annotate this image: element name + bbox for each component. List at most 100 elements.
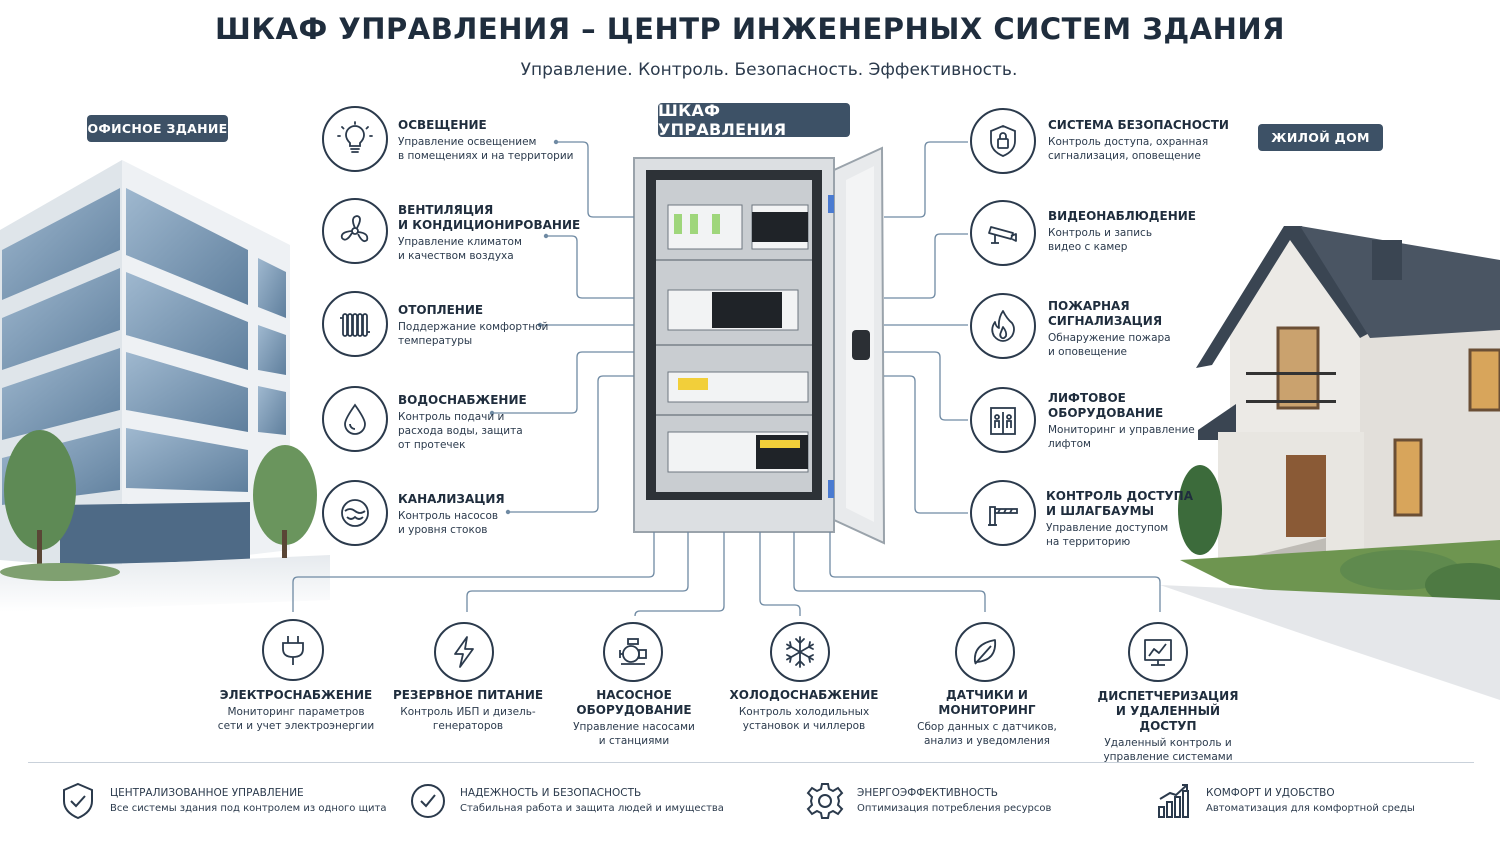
feature-security — [970, 108, 1036, 174]
fan-icon — [322, 198, 388, 264]
feature-title: СИСТЕМА БЕЗОПАСНОСТИ — [1048, 118, 1229, 132]
feature-access-control-text: КОНТРОЛЬ ДОСТУПА И ШЛАГБАУМЫ Управление … — [1046, 489, 1246, 549]
bar-growth-icon — [1158, 784, 1189, 818]
feature-backup-power-icon-wrap — [434, 622, 494, 682]
feature-water-supply-text: ВОДОСНАБЖЕНИЕ Контроль подачи и расхода … — [398, 393, 598, 452]
feature-dispatching: ДИСПЕТЧЕРИЗАЦИЯ И УДАЛЕННЫЙ ДОСТУП Удале… — [1088, 689, 1248, 764]
feature-access-control — [970, 480, 1036, 546]
benefit-title: КОМФОРТ И УДОБСТВО — [1206, 787, 1335, 799]
feature-fire-alarm — [970, 293, 1036, 359]
feature-dispatching-icon-wrap — [1128, 622, 1188, 682]
feature-title: ПОЖАРНАЯ СИГНАЛИЗАЦИЯ — [1048, 299, 1163, 328]
shield-lock-icon — [970, 108, 1036, 174]
radiator-icon — [322, 291, 388, 357]
benefit-title: ЭНЕРГОЭФФЕКТИВНОСТЬ — [857, 787, 998, 799]
plug-icon — [262, 619, 324, 681]
sewage-icon — [322, 480, 388, 546]
check-circle-icon — [411, 784, 445, 818]
feature-heating-text: ОТОПЛЕНИЕ Поддержание комфортной темпера… — [398, 303, 598, 348]
feature-desc: Мониторинг параметров сети и учет электр… — [217, 706, 375, 732]
lightning-icon — [434, 622, 494, 682]
feature-sewage-text: КАНАЛИЗАЦИЯ Контроль насосов и уровня ст… — [398, 492, 598, 537]
feature-title: ОТОПЛЕНИЕ — [398, 303, 484, 317]
benefit-desc: Оптимизация потребления ресурсов — [857, 803, 1052, 814]
feature-title: РЕЗЕРВНОЕ ПИТАНИЕ — [392, 688, 544, 702]
flame-icon — [970, 293, 1036, 359]
pump-icon — [603, 622, 663, 682]
feature-desc: Контроль и запись видео с камер — [1048, 227, 1153, 253]
office-building — [0, 160, 330, 612]
office-building-label: ОФИСНОЕ ЗДАНИЕ — [87, 115, 228, 142]
feature-heating — [322, 291, 388, 357]
feature-title: ДАТЧИКИ И МОНИТОРИНГ — [938, 688, 1036, 717]
feature-title: ОСВЕЩЕНИЕ — [398, 118, 487, 132]
barrier-icon — [970, 480, 1036, 546]
feature-desc: Мониторинг и управление лифтом — [1048, 424, 1195, 450]
monitor-chart-icon — [1128, 622, 1188, 682]
benefit-energy: ЭНЕРГОЭФФЕКТИВНОСТЬ Оптимизация потребле… — [805, 781, 1051, 821]
feature-backup-power: РЕЗЕРВНОЕ ПИТАНИЕ Контроль ИБП и дизель-… — [384, 688, 552, 733]
benefit-desc: Автоматизация для комфортной среды — [1206, 803, 1415, 814]
feature-desc: Контроль подачи и расхода воды, защита о… — [398, 411, 523, 451]
feature-desc: Контроль насосов и уровня стоков — [398, 510, 499, 536]
feature-desc: Управление освещением в помещениях и на … — [398, 136, 574, 162]
feature-ventilation — [322, 198, 388, 264]
feature-security-text: СИСТЕМА БЕЗОПАСНОСТИ Контроль доступа, о… — [1048, 118, 1248, 163]
feature-desc: Обнаружение пожара и оповещение — [1048, 332, 1171, 358]
feature-fire-alarm-text: ПОЖАРНАЯ СИГНАЛИЗАЦИЯ Обнаружение пожара… — [1048, 299, 1248, 359]
feature-title: ВИДЕОНАБЛЮДЕНИЕ — [1048, 209, 1196, 223]
feature-ventilation-text: ВЕНТИЛЯЦИЯ И КОНДИЦИОНИРОВАНИЕ Управлени… — [398, 203, 598, 263]
benefit-desc: Стабильная работа и защита людей и имуще… — [460, 803, 724, 814]
feature-desc: Управление доступом на территорию — [1046, 522, 1169, 548]
cabinet-label: ШКАФ УПРАВЛЕНИЯ — [658, 101, 850, 139]
benefit-comfort: КОМФОРТ И УДОБСТВО Автоматизация для ком… — [1154, 781, 1415, 821]
benefit-centralized: ЦЕНТРАЛИЗОВАННОЕ УПРАВЛЕНИЕ Все системы … — [58, 781, 386, 821]
feature-elevator-text: ЛИФТОВОЕ ОБОРУДОВАНИЕ Мониторинг и управ… — [1048, 391, 1248, 451]
leaf-sensor-icon — [955, 622, 1015, 682]
feature-title: ВОДОСНАБЖЕНИЕ — [398, 393, 527, 407]
residential-house — [1160, 226, 1500, 700]
feature-title: НАСОСНОЕ ОБОРУДОВАНИЕ — [576, 688, 692, 717]
feature-title: КОНТРОЛЬ ДОСТУПА И ШЛАГБАУМЫ — [1046, 489, 1193, 518]
feature-sensors: ДАТЧИКИ И МОНИТОРИНГ Сбор данных с датчи… — [902, 688, 1072, 748]
cctv-camera-icon — [970, 200, 1036, 266]
feature-desc: Управление климатом и качеством воздуха — [398, 236, 522, 262]
water-drop-icon — [322, 386, 388, 452]
feature-title: ЛИФТОВОЕ ОБОРУДОВАНИЕ — [1048, 391, 1164, 420]
benefit-desc: Все системы здания под контролем из одно… — [110, 803, 387, 814]
feature-title: ХОЛОДОСНАБЖЕНИЕ — [729, 688, 879, 702]
feature-pumps: НАСОСНОЕ ОБОРУДОВАНИЕ Управление насосам… — [564, 688, 704, 748]
page-subtitle: Управление. Контроль. Безопасность. Эффе… — [520, 60, 1018, 80]
lightbulb-icon — [322, 106, 388, 172]
feature-desc: Контроль доступа, охранная сигнализация,… — [1048, 136, 1209, 162]
feature-lighting-text: ОСВЕЩЕНИЕ Управление освещением в помеще… — [398, 118, 598, 163]
feature-water-supply — [322, 386, 388, 452]
feature-power-supply-icon-wrap — [262, 619, 324, 681]
feature-title: КАНАЛИЗАЦИЯ — [398, 492, 505, 506]
feature-desc: Контроль холодильных установок и чиллеро… — [738, 706, 870, 732]
feature-power-supply: ЭЛЕКТРОСНАБЖЕНИЕ Мониторинг параметров с… — [198, 688, 394, 733]
feature-sensors-icon-wrap — [955, 622, 1015, 682]
feature-lighting — [322, 106, 388, 172]
feature-title: ВЕНТИЛЯЦИЯ И КОНДИЦИОНИРОВАНИЕ — [398, 203, 581, 232]
feature-elevator — [970, 387, 1036, 453]
house-label: ЖИЛОЙ ДОМ — [1258, 124, 1383, 151]
elevator-icon — [970, 387, 1036, 453]
control-cabinet — [633, 146, 886, 545]
benefit-title: НАДЕЖНОСТЬ И БЕЗОПАСНОСТЬ — [460, 787, 642, 799]
feature-title: ЭЛЕКТРОСНАБЖЕНИЕ — [219, 688, 373, 702]
feature-pumps-icon-wrap — [603, 622, 663, 682]
benefit-title: ЦЕНТРАЛИЗОВАННОЕ УПРАВЛЕНИЕ — [110, 787, 304, 799]
feature-title: ДИСПЕТЧЕРИЗАЦИЯ И УДАЛЕННЫЙ ДОСТУП — [1097, 689, 1239, 733]
feature-desc: Сбор данных с датчиков, анализ и уведомл… — [917, 721, 1057, 747]
feature-cooling: ХОЛОДОСНАБЖЕНИЕ Контроль холодильных уст… — [722, 688, 886, 733]
feature-cooling-icon-wrap — [770, 622, 830, 682]
connector-lines — [292, 141, 1161, 617]
feature-video — [970, 200, 1036, 266]
benefit-reliability: НАДЕЖНОСТЬ И БЕЗОПАСНОСТЬ Стабильная раб… — [408, 781, 724, 821]
feature-desc: Поддержание комфортной температуры — [398, 321, 549, 347]
feature-desc: Управление насосами и станциями — [573, 721, 695, 747]
divider — [28, 762, 1474, 763]
feature-sewage — [322, 480, 388, 546]
